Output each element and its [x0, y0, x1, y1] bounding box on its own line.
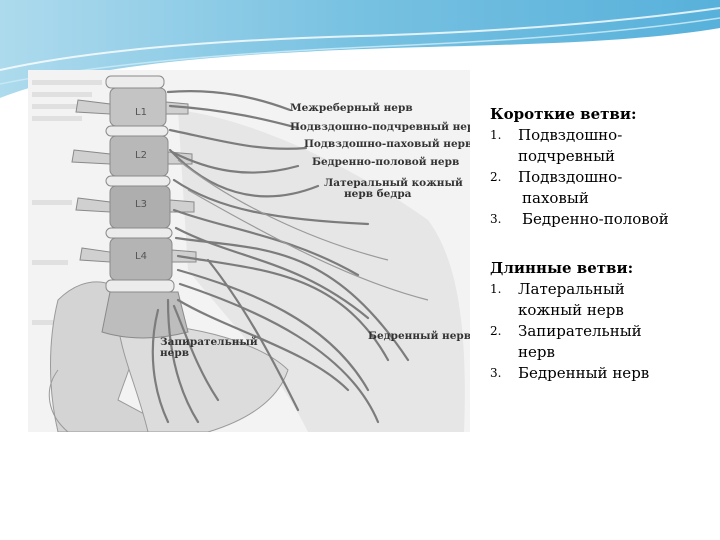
label-intercostal-nerve: Межреберный нерв [290, 102, 413, 114]
long-branches-title: Длинные ветви: [490, 258, 715, 279]
label-ilioinguinal-nerve: Подвздошно-паховый нерв [304, 138, 470, 150]
list-item: 3. Бедренно-половой [490, 209, 715, 230]
list-number: 1. [490, 125, 501, 146]
list-item-text: Запирательный [518, 321, 715, 342]
list-number: 2. [490, 321, 501, 342]
list-item-text: Подвздошно- [518, 167, 715, 188]
label-iliohypogastric-nerve: Подвздошно-подчревный нерв [290, 121, 470, 133]
list-item-text: Бедренно-половой [518, 209, 715, 230]
list-item-text: нерв [518, 342, 715, 363]
list-item: 2. Подвздошно- паховый [490, 167, 715, 209]
lumbar-plexus-diagram: L1 L2 L3 L4 Межреберный нерв Подвздошно-… [28, 70, 470, 432]
list-item: 2. Запирательный нерв [490, 321, 715, 363]
list-number: 2. [490, 167, 501, 188]
vertebra-label-l1: L1 [135, 108, 147, 118]
list-item-text: подчревный [518, 146, 715, 167]
text-panel: Короткие ветви: 1. Подвздошно- подчревны… [490, 104, 715, 384]
list-item: 3. Бедренный нерв [490, 363, 715, 384]
vertebra-label-l3: L3 [135, 200, 147, 210]
vertebra-label-l2: L2 [135, 151, 147, 161]
list-item-text: паховый [518, 188, 715, 209]
short-branches-list: 1. Подвздошно- подчревный 2. Подвздошно-… [490, 125, 715, 230]
list-number: 1. [490, 279, 501, 300]
label-lateral-cutaneous-nerve-line2: нерв бедра [344, 188, 412, 200]
vertebra-label-l4: L4 [135, 252, 147, 262]
long-branches-list: 1. Латеральный кожный нерв 2. Запиратель… [490, 279, 715, 384]
list-item: 1. Латеральный кожный нерв [490, 279, 715, 321]
list-item-text: Подвздошно- [518, 125, 715, 146]
list-item-text: Бедренный нерв [518, 363, 715, 384]
label-obturator-nerve-line2: нерв [160, 347, 189, 359]
short-branches-title: Короткие ветви: [490, 104, 715, 125]
list-number: 3. [490, 363, 501, 384]
list-number: 3. [490, 209, 501, 230]
list-item-text: Латеральный [518, 279, 715, 300]
label-femoral-nerve: Бедренный нерв [368, 330, 470, 342]
list-item: 1. Подвздошно- подчревный [490, 125, 715, 167]
label-genitofemoral-nerve: Бедренно-половой нерв [312, 156, 459, 168]
list-item-text: кожный нерв [518, 300, 715, 321]
